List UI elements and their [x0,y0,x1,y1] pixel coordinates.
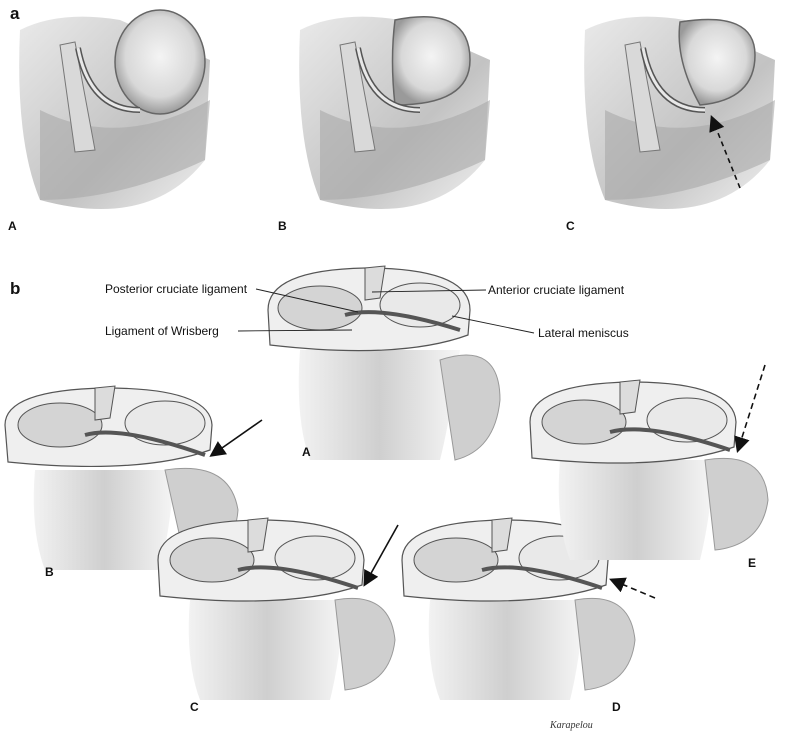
panel-b-sub-label-B: B [45,565,54,579]
panel-b-view-B [4,385,263,570]
panel-b-view-A [267,265,501,461]
solid-arrow [363,524,399,587]
dashed-arrow [709,115,741,189]
panel-b-sub-label-E: E [748,556,757,570]
panel-b-view-C [157,517,399,700]
callout-leaders [237,288,535,334]
panel-a-view-B [299,16,490,209]
panel-b-sub-label-D: D [612,700,621,714]
panel-b-label: b [10,279,21,298]
panel-a-sub-label-A: A [8,219,17,233]
dashed-arrow [734,364,766,454]
artist-signature: Karapelou [550,720,593,731]
panel-b-sub-label-A: A [302,445,311,459]
wrisberg-label: Ligament of Wrisberg [105,324,219,338]
panel-a-view-C [584,16,775,209]
panel-a-sub-label-C: C [566,219,575,233]
anterior-cruciate-label: Anterior cruciate ligament [488,283,625,297]
panel-a-sub-label-B: B [278,219,287,233]
posterior-cruciate-label: Posterior cruciate ligament [105,282,248,296]
panel-b-view-D [401,517,656,700]
panel-b-sub-label-C: C [190,700,199,714]
dashed-arrow [609,577,656,599]
solid-arrow [209,419,263,457]
panel-b-view-E [529,364,769,560]
panel-a-label: a [10,4,20,23]
lateral-meniscus-label: Lateral meniscus [538,326,629,340]
panel-a-view-A [19,9,210,209]
